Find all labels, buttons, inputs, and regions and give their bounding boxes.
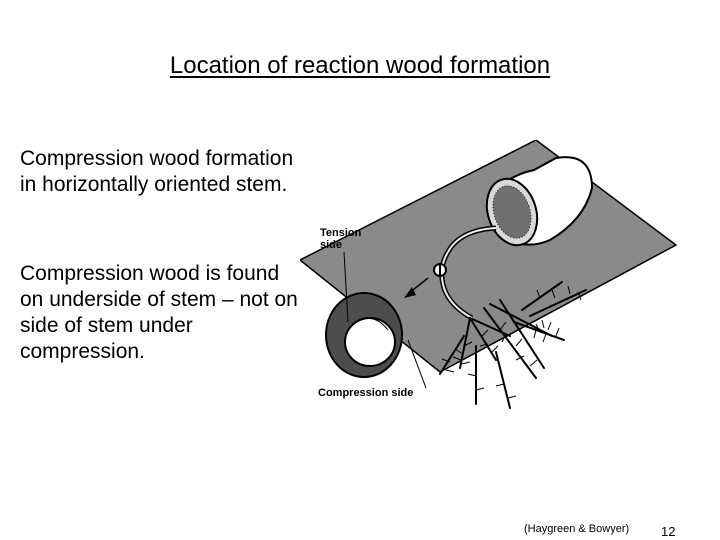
tension-label-line1: Tension bbox=[320, 227, 362, 239]
stem-cross-section bbox=[325, 292, 403, 378]
paragraph-compression-wood-location: Compression wood is found on underside o… bbox=[20, 262, 298, 363]
slide-title: Location of reaction wood formation bbox=[169, 52, 551, 79]
tension-label-line2: side bbox=[320, 239, 342, 251]
needles bbox=[441, 285, 582, 399]
paragraph-compression-wood-formation: Compression wood formation in horizontal… bbox=[20, 147, 294, 196]
page-number: 12 bbox=[661, 524, 676, 539]
pot-icon bbox=[485, 156, 594, 247]
compression-label: Compression side bbox=[318, 387, 413, 399]
reaction-wood-illustration: Tension side Compression side bbox=[300, 140, 678, 409]
citation: (Haygreen & Bowyer) bbox=[524, 523, 630, 535]
